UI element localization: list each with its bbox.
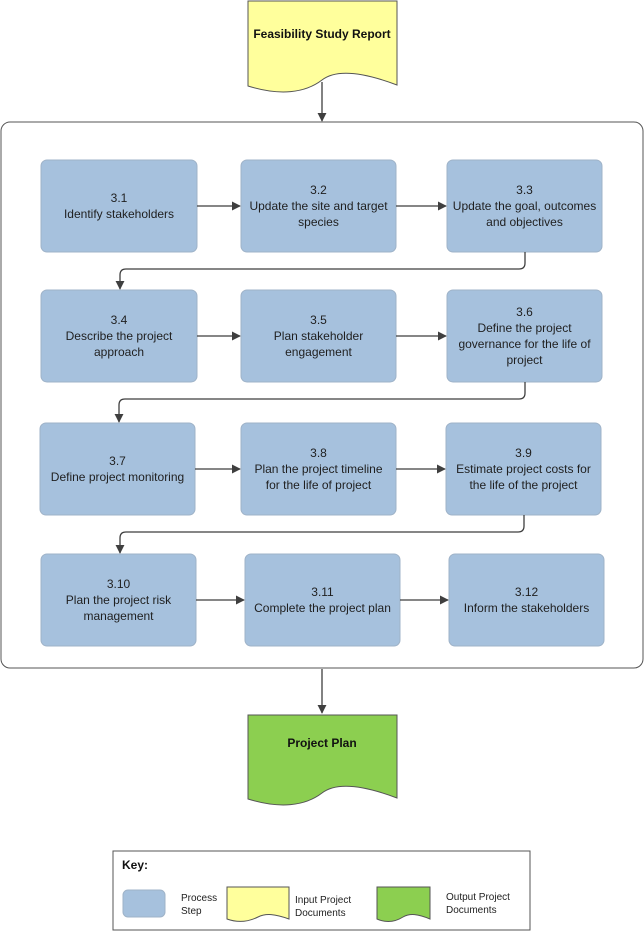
process-step-label: Describe the project bbox=[66, 329, 173, 343]
legend-input-label: Input Project Documents bbox=[295, 895, 354, 919]
process-step-number: 3.2 bbox=[310, 183, 327, 197]
process-step-label: Plan the project timeline bbox=[254, 462, 382, 476]
output-document-shape bbox=[247, 714, 398, 806]
process-step-label: and objectives bbox=[486, 215, 563, 229]
process-step-label: Update the site and target bbox=[249, 199, 388, 213]
process-step-label: Define the project bbox=[477, 321, 572, 335]
connector-wrap-arrow bbox=[114, 382, 526, 423]
process-step-label: the life of the project bbox=[469, 478, 578, 492]
legend-box bbox=[112, 850, 531, 931]
process-step-box bbox=[40, 159, 198, 253]
process-step-box bbox=[448, 553, 605, 647]
process-step-number: 3.11 bbox=[311, 585, 334, 599]
process-step-label: management bbox=[83, 609, 154, 623]
process-step-box bbox=[446, 289, 603, 383]
process-step-label: project bbox=[506, 353, 543, 367]
process-step-box bbox=[39, 422, 196, 516]
output-document: Project Plan bbox=[247, 714, 398, 806]
process-step-label: Inform the stakeholders bbox=[464, 601, 589, 615]
process-step-label: Update the goal, outcomes bbox=[453, 199, 596, 213]
process-step-number: 3.5 bbox=[310, 313, 327, 327]
process-step-number: 3.7 bbox=[109, 454, 126, 468]
process-step-number: 3.4 bbox=[111, 313, 128, 327]
process-step-number: 3.12 bbox=[515, 585, 539, 599]
process-step-label: Define project monitoring bbox=[51, 470, 184, 484]
input-document-shape bbox=[247, 0, 398, 93]
process-step-label: for the life of project bbox=[266, 478, 372, 492]
output-document-label: Project Plan bbox=[287, 736, 356, 750]
connector-wrap-arrow bbox=[115, 515, 525, 554]
process-step-label: Plan the project risk bbox=[66, 593, 172, 607]
process-step-label: species bbox=[298, 215, 339, 229]
input-document: Feasibility Study Report bbox=[247, 0, 398, 93]
process-step-number: 3.8 bbox=[310, 446, 327, 460]
connector-wrap-arrow bbox=[115, 252, 526, 290]
legend-process-label: Process Step bbox=[181, 893, 220, 917]
process-step-label: Identify stakeholders bbox=[64, 207, 174, 221]
process-step-label: governance for the life of bbox=[458, 337, 591, 351]
process-step-number: 3.1 bbox=[111, 191, 128, 205]
process-step-label: Estimate project costs for bbox=[456, 462, 591, 476]
input-document-label: Feasibility Study Report bbox=[253, 27, 390, 41]
process-step-number: 3.6 bbox=[516, 305, 533, 319]
legend-output-label: Output Project Documents bbox=[446, 892, 513, 916]
legend-output-swatch bbox=[376, 886, 431, 922]
process-step-box bbox=[244, 553, 401, 647]
process-step-label: engagement bbox=[285, 345, 352, 359]
process-step-label: Complete the project plan bbox=[254, 601, 391, 615]
legend-input-swatch bbox=[226, 886, 290, 922]
connectors-layer bbox=[114, 201, 526, 605]
legend-process-swatch bbox=[122, 889, 166, 918]
legend: Key: Process Step Input Project Document… bbox=[112, 850, 531, 931]
process-step-number: 3.10 bbox=[107, 577, 131, 591]
process-step-label: approach bbox=[94, 345, 144, 359]
legend-title: Key: bbox=[122, 858, 148, 872]
process-step-label: Plan stakeholder bbox=[274, 329, 363, 343]
process-step-number: 3.3 bbox=[516, 183, 533, 197]
process-step-number: 3.9 bbox=[515, 446, 532, 460]
